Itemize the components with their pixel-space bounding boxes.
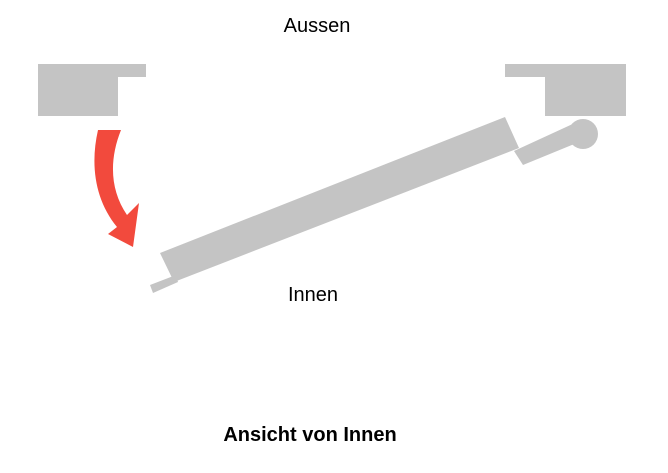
view-caption: Ansicht von Innen [223, 424, 397, 446]
opening-direction-arrow-icon [94, 130, 139, 247]
hinge-arm [514, 122, 584, 165]
left-frame [38, 64, 146, 116]
outside-label: Aussen [283, 15, 351, 37]
door-leaf [160, 117, 519, 282]
inside-label: Innen [287, 284, 339, 306]
right-frame [505, 64, 626, 116]
door-edge [150, 275, 178, 293]
